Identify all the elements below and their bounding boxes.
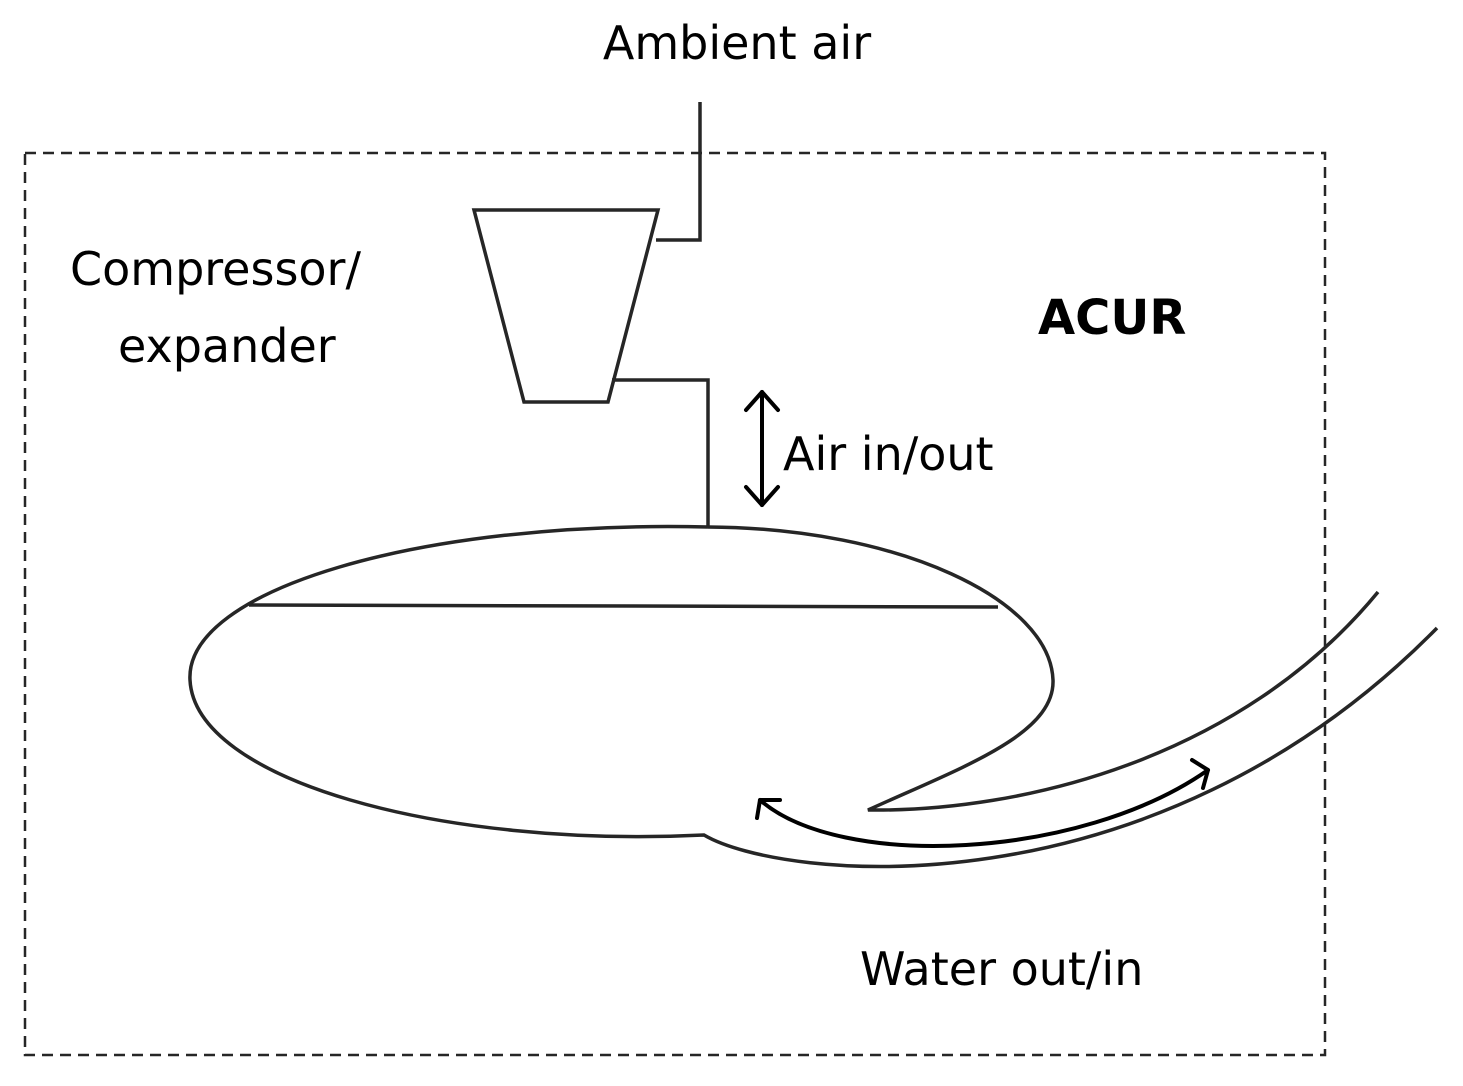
system-boundary [23,151,1327,1057]
air-pipe [612,378,710,527]
air-flow-arrow [744,390,780,507]
water-flow-arrow [755,758,1210,848]
water-flow-label: Water out/in [860,942,1143,996]
acur-label: ACUR [1038,290,1186,346]
air-flow-label: Air in/out [783,427,994,481]
compressor-label-line2: expander [118,319,336,373]
reservoir-lower [188,524,1439,869]
compressor-expander [471,208,661,404]
ambient-air-label: Ambient air [603,16,871,70]
compressor-label-line1: Compressor/ [70,242,361,296]
water-level-line [248,603,999,609]
reservoir [707,525,1380,812]
ambient-air-pipe [656,102,702,242]
